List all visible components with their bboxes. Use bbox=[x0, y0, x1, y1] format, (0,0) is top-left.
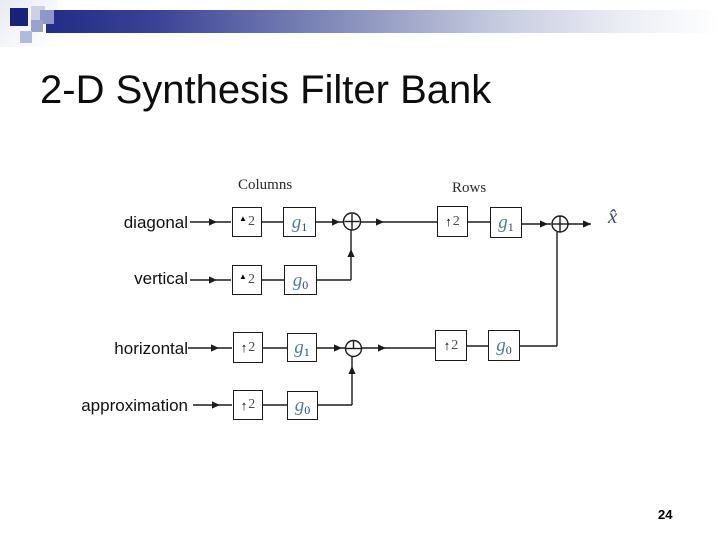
banner-tile-medium bbox=[31, 20, 43, 32]
upsampler-box-row2-col: ▲2 bbox=[232, 265, 262, 295]
up-arrow-icon: ↑ bbox=[240, 397, 248, 413]
up-arrow-icon: ↑ bbox=[445, 214, 452, 229]
page-number: 24 bbox=[658, 507, 673, 522]
branch-label-approximation: approximation bbox=[81, 396, 188, 415]
sum-junction-2 bbox=[344, 339, 363, 358]
up-arrow-icon: ↑ bbox=[443, 338, 451, 353]
branch-label-vertical: vertical bbox=[134, 269, 188, 288]
upsampler-box-row3-row: ↑2 bbox=[435, 330, 467, 361]
arrowheads bbox=[209, 218, 591, 409]
banner-gradient-bar bbox=[46, 10, 720, 33]
branch-label-diagonal: diagonal bbox=[123, 213, 188, 232]
slide-title: 2-D Synthesis Filter Bank bbox=[40, 68, 492, 112]
sum-junction-3 bbox=[551, 215, 569, 233]
output-xhat-symbol: x̂ bbox=[608, 204, 618, 228]
upsampler-box-row4-col: ↑2 bbox=[233, 390, 263, 420]
connector-lines bbox=[188, 221, 591, 406]
banner-tile-navy bbox=[10, 8, 28, 26]
upsampler-box-row3-col: ↑2 bbox=[233, 332, 263, 363]
columns-section-label: Columns bbox=[238, 177, 293, 193]
sum-junction-1 bbox=[342, 212, 362, 231]
banner-tile-light bbox=[20, 31, 32, 43]
banner-tile-slate bbox=[40, 10, 54, 24]
upsampler-box-row1-row: ↑2 bbox=[437, 206, 468, 237]
up-arrow-icon: ▲ bbox=[239, 272, 247, 281]
rows-section-label: Rows bbox=[452, 180, 487, 196]
up-arrow-icon: ↑ bbox=[240, 340, 248, 355]
sum-junctions bbox=[342, 212, 569, 358]
upsampler-box-row1-col: ▲2 bbox=[232, 207, 262, 237]
up-arrow-icon: ▲ bbox=[239, 214, 247, 223]
branch-label-horizontal: horizontal bbox=[114, 339, 188, 358]
